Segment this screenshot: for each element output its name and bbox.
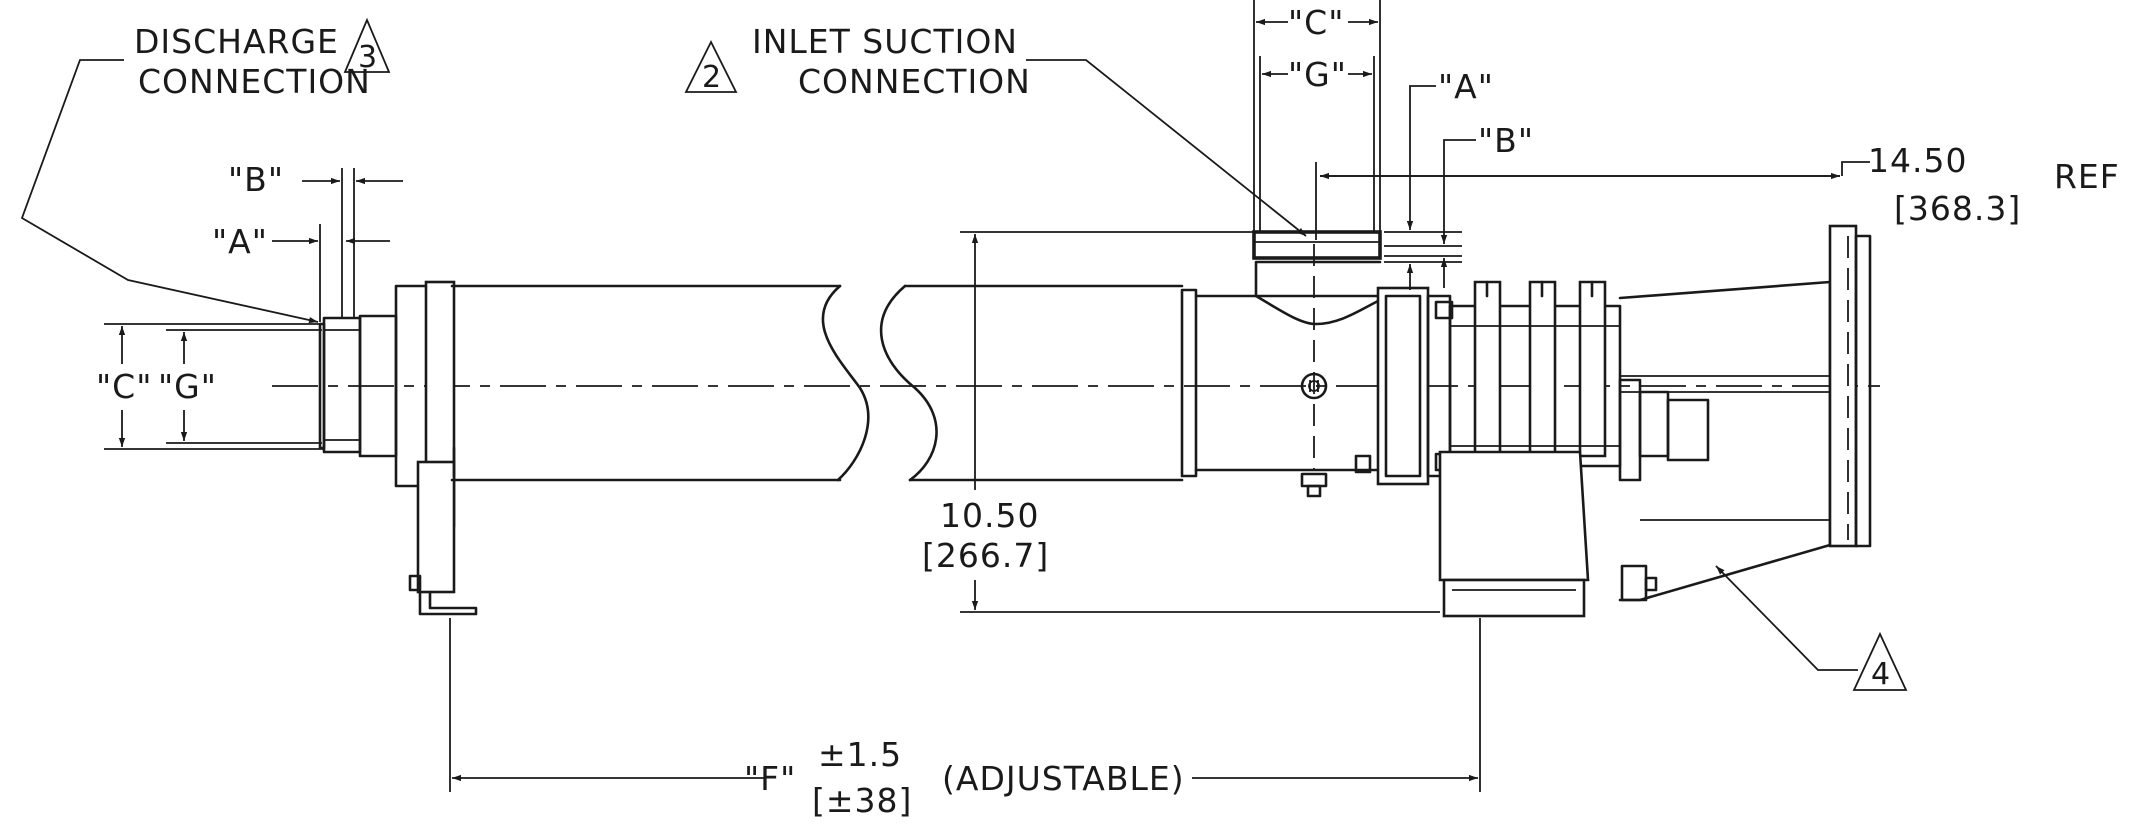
- f-dimension: "F" ±1.5 [±38] (ADJUSTABLE): [449, 618, 1481, 820]
- motor-pedestal: [1438, 450, 1590, 618]
- discharge-label-line2: CONNECTION: [138, 62, 371, 101]
- ref-dim-mm: [368.3]: [1894, 189, 2021, 228]
- left-dim-g-label: "G": [158, 367, 217, 406]
- f-dim-label: "F": [744, 759, 796, 798]
- height-dim-mm: [266.7]: [922, 536, 1049, 575]
- adjustable-label: (ADJUSTABLE): [942, 759, 1185, 798]
- left-dim-c-label: "C": [96, 367, 152, 406]
- inlet-label-line1: INLET SUCTION: [752, 22, 1018, 61]
- height-dimension: 10.50 [266.7]: [922, 231, 1440, 613]
- f-dim-tol-mm: [±38]: [812, 781, 912, 820]
- motor: [1448, 280, 1622, 468]
- inlet-note-number: 2: [702, 60, 722, 95]
- inlet-callout: 2 INLET SUCTION CONNECTION: [684, 22, 1307, 237]
- ref-dim-inches: 14.50: [1868, 141, 1967, 180]
- top-dim-c: "C": [1253, 0, 1381, 232]
- top-dim-c-label: "C": [1288, 3, 1344, 42]
- discharge-mount-bracket: [408, 446, 478, 616]
- suction-head: [1194, 230, 1382, 498]
- height-dim-inches: 10.50: [940, 496, 1039, 535]
- left-dim-b: "B": [228, 160, 403, 318]
- ref-dimension: 14.50 REF [368.3]: [1315, 141, 2120, 240]
- top-dim-b: "B": [1384, 121, 1534, 288]
- top-dim-g-label: "G": [1288, 55, 1347, 94]
- support-note-number: 4: [1871, 657, 1891, 692]
- discharge-label-line1: DISCHARGE: [134, 22, 339, 61]
- inlet-label-line2: CONNECTION: [798, 62, 1031, 101]
- end-flange: [1828, 224, 1872, 548]
- ref-dim-tag: REF: [2054, 157, 2120, 196]
- support-callout: 4: [1715, 565, 1908, 692]
- left-dim-c-g: "C" "G": [96, 323, 324, 450]
- top-dim-a: "A": [1384, 67, 1494, 290]
- left-dim-a-label: "A": [212, 222, 268, 261]
- discharge-note-number: 3: [358, 40, 378, 75]
- top-dim-a-label: "A": [1438, 67, 1494, 106]
- left-dim-b-label: "B": [228, 160, 284, 199]
- f-dim-tol-inches: ±1.5: [818, 735, 902, 774]
- bearing-frame: [1618, 280, 1832, 602]
- pump-barrel: [450, 284, 1198, 482]
- top-dim-g: "G": [1259, 55, 1375, 232]
- top-dim-b-label: "B": [1478, 121, 1534, 160]
- left-dim-a: "A": [212, 222, 390, 322]
- discharge-callout: DISCHARGE CONNECTION 3: [20, 17, 391, 324]
